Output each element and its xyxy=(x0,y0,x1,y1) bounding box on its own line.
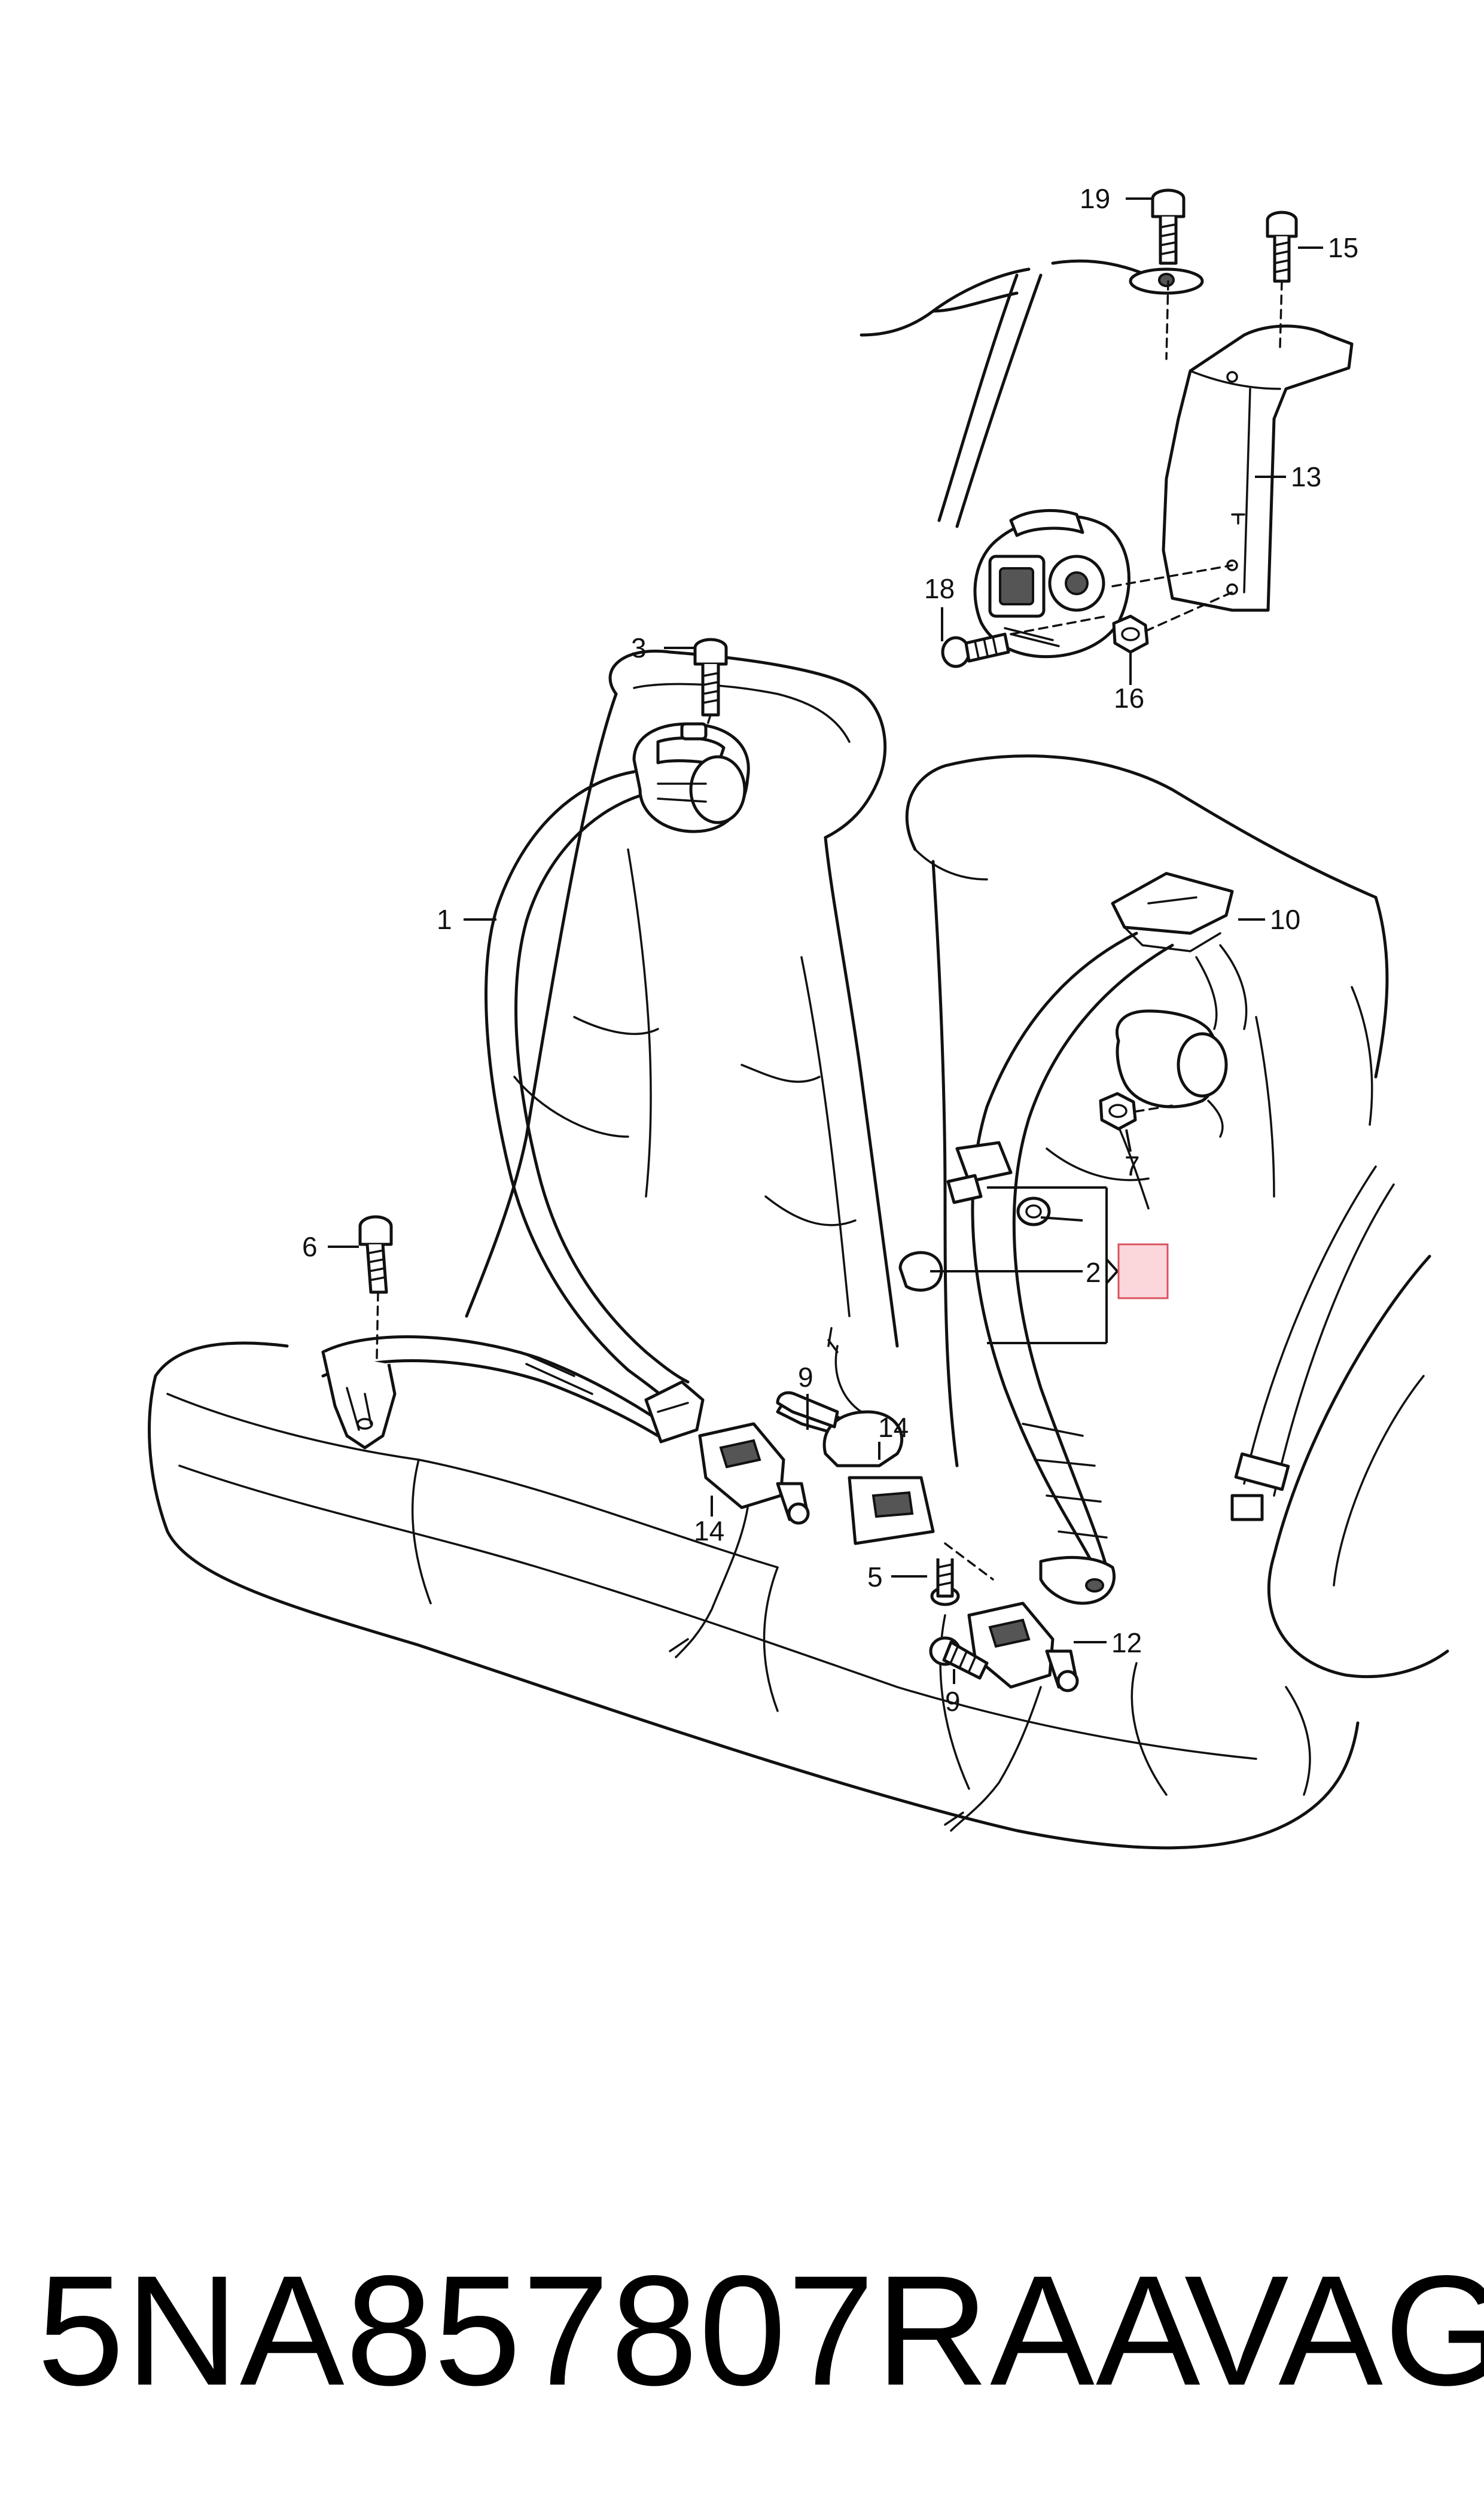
rear-seat-outline xyxy=(148,650,1449,1850)
callout-6: 5 xyxy=(867,1561,883,1593)
bolt-16 xyxy=(1266,211,1298,283)
callout-19: 19 xyxy=(1080,183,1110,214)
retractor xyxy=(973,509,1130,659)
callout-9-lower: 9 xyxy=(945,1686,961,1717)
bolt-6 xyxy=(930,1558,960,1606)
right-belt-10 xyxy=(946,872,1248,1605)
callout-18: 18 xyxy=(924,573,955,604)
callout-7: 7 xyxy=(1125,1150,1140,1182)
callout-8: 6 xyxy=(302,1231,318,1262)
brand-name: VAG xyxy=(1184,2243,1484,2418)
bolt-19 xyxy=(1151,188,1186,265)
callout-labels: 19 15 13 18 16 3 1 10 7 6 2 9 14 14 5 12… xyxy=(302,183,1358,1717)
upper-retractor-assembly xyxy=(860,188,1354,668)
callout-16: 15 xyxy=(1328,232,1358,263)
callout-17: 16 xyxy=(1114,683,1144,714)
left-belt-1 xyxy=(321,638,750,1450)
bolt-18 xyxy=(941,632,1010,668)
buckle-12 xyxy=(944,1601,1079,1832)
callout-12: 12 xyxy=(1111,1627,1142,1658)
callout-1: 1 xyxy=(437,904,452,935)
leader-lines xyxy=(328,197,1323,1684)
buckle-14 xyxy=(669,1422,810,1658)
bolt-8 xyxy=(358,1215,393,1294)
callout-10: 10 xyxy=(1270,904,1300,935)
nut-17 xyxy=(1112,614,1149,654)
callout-2: 2 xyxy=(1086,1257,1101,1288)
callout-5: 3 xyxy=(631,632,647,663)
part-number: 5NA857807RAA xyxy=(37,2243,1202,2418)
callout-15: 13 xyxy=(1291,461,1321,492)
callout-14: 14 xyxy=(694,1515,724,1546)
seat-belt-exploded-diagram: 19 15 13 18 16 3 1 10 7 6 2 9 14 14 5 12… xyxy=(148,183,1449,1850)
callout-3-highlight xyxy=(1117,1243,1169,1299)
callout-9-upper: 9 xyxy=(798,1362,813,1393)
bracket-15 xyxy=(1162,324,1354,612)
callout-13: 14 xyxy=(878,1412,909,1443)
bolt-9-lower xyxy=(929,1636,989,1680)
nut-7 xyxy=(1099,1092,1137,1131)
bolt-5 xyxy=(693,638,728,717)
